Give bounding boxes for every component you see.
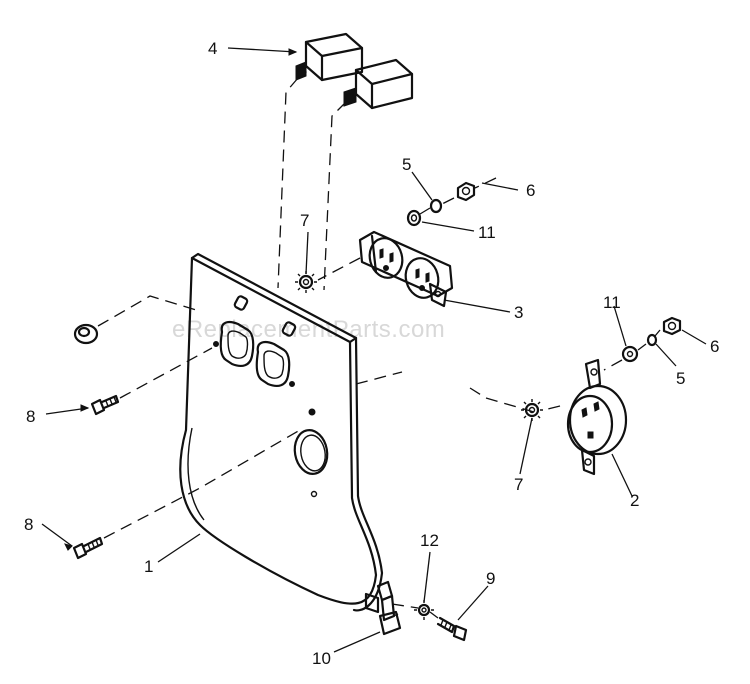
switch-cover-lower xyxy=(343,58,414,110)
callout-12: 12 xyxy=(420,531,439,550)
nut-upper xyxy=(456,181,476,202)
callout-4: 4 xyxy=(208,39,217,58)
round-receptacle xyxy=(566,358,628,476)
callout-2: 2 xyxy=(630,491,639,510)
callout-3: 3 xyxy=(514,303,523,322)
control-panel-plate xyxy=(179,252,384,614)
nut-right xyxy=(662,316,682,336)
lockwasher-upper xyxy=(429,198,443,214)
callout-5-upper: 5 xyxy=(402,155,411,174)
washer-right xyxy=(621,345,639,363)
screw-lower xyxy=(72,536,104,560)
nut-left xyxy=(73,323,99,345)
callout-6-upper: 6 xyxy=(526,181,535,200)
callout-7-upper: 7 xyxy=(300,211,309,230)
lockwasher-right xyxy=(646,333,658,347)
callout-10: 10 xyxy=(312,649,331,668)
star-washer-right xyxy=(521,399,543,421)
leader-lines xyxy=(41,47,707,653)
callout-1: 1 xyxy=(144,557,153,576)
star-washer-bottom xyxy=(414,600,434,620)
duplex-receptacle xyxy=(358,230,454,308)
star-washer-upper xyxy=(295,271,317,293)
callout-labels: 4 5 6 11 7 3 11 6 5 7 2 8 8 1 12 9 10 xyxy=(24,39,719,668)
screw-upper xyxy=(90,394,120,416)
callout-11-upper: 11 xyxy=(478,223,496,242)
ground-terminal xyxy=(376,580,402,636)
callout-5-right: 5 xyxy=(676,369,685,388)
callout-11-right: 11 xyxy=(603,293,621,312)
switch-cover-upper xyxy=(295,32,364,82)
callout-9: 9 xyxy=(486,569,495,588)
callout-7-right: 7 xyxy=(514,475,523,494)
callout-8-upper: 8 xyxy=(26,407,35,426)
callout-6-right: 6 xyxy=(710,337,719,356)
washer-upper xyxy=(406,209,422,227)
callout-8-lower: 8 xyxy=(24,515,33,534)
screw-bottom xyxy=(436,616,468,642)
